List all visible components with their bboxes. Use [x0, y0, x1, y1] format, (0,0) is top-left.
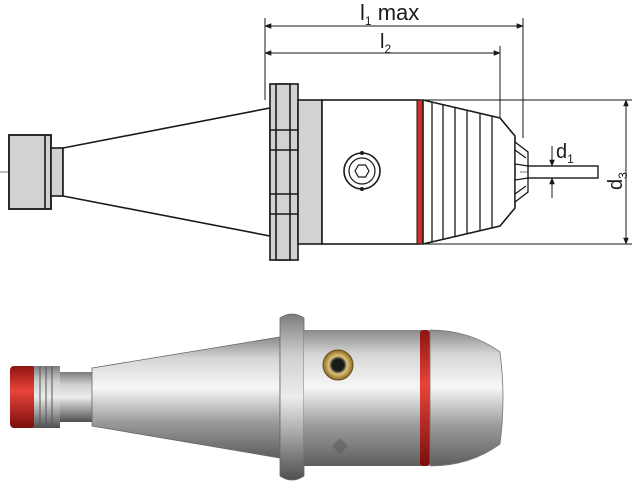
retention-knob	[8, 134, 64, 210]
flange	[269, 83, 323, 261]
tool-holder-photo	[10, 313, 504, 481]
l1-max-label: l1 max	[360, 0, 419, 28]
red-sealing-ring	[416, 99, 424, 245]
d1-label: d1	[556, 141, 574, 166]
chuck-key-hole	[343, 151, 381, 191]
photo-red-ring	[420, 330, 430, 466]
drill-bit	[527, 165, 599, 179]
taper-shank	[62, 107, 271, 237]
nose-grooves	[431, 102, 493, 242]
photo-chuck-nose	[429, 329, 504, 467]
d3-label: d3	[605, 172, 630, 190]
chuck-nose	[422, 98, 516, 246]
photo-taper	[91, 336, 281, 459]
photo-flange	[279, 313, 305, 481]
technical-drawing: l1 max l2 d1 d3	[0, 0, 632, 261]
photo-red-cap	[10, 366, 36, 428]
dimension-lines	[264, 18, 632, 245]
l2-label: l2	[380, 31, 391, 56]
